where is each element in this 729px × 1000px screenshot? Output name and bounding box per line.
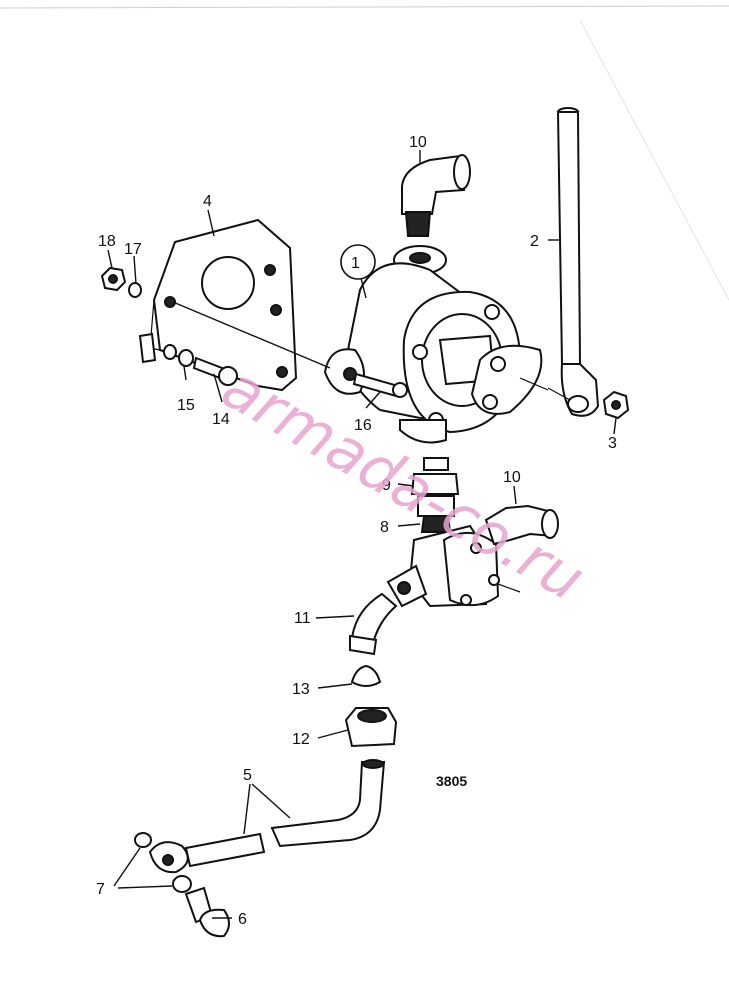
elbow-fitting-lower <box>349 592 398 656</box>
callout-label-18: 18 <box>98 233 116 250</box>
nipple-fitting-part <box>410 457 460 533</box>
elbow-fitting-right <box>484 504 559 546</box>
callout-label-1: 1 <box>351 255 360 272</box>
leader-lines <box>107 150 617 919</box>
callout-label-17: 17 <box>124 241 142 258</box>
elbow-fitting-top <box>401 154 471 237</box>
callout-label-5: 5 <box>243 767 252 784</box>
callout-label-3: 3 <box>608 435 617 452</box>
banjo-bolt-part <box>184 886 230 938</box>
callout-label-10-top: 10 <box>409 134 427 151</box>
callout-label-4: 4 <box>203 193 212 210</box>
nut-and-washer-parts <box>100 266 142 298</box>
callout-ring-1 <box>340 244 376 280</box>
callout-label-13: 13 <box>292 681 310 698</box>
drawing-number: 3805 <box>436 773 467 789</box>
pump-lever-part <box>547 107 600 417</box>
callout-label-10-right: 10 <box>503 469 521 486</box>
screw-part <box>352 372 408 398</box>
bolt-washer-parts <box>163 344 238 386</box>
callout-label-11: 11 <box>294 610 311 627</box>
callout-label-2: 2 <box>530 233 539 250</box>
union-nut-part <box>344 707 398 748</box>
scan-edge-line <box>0 5 729 9</box>
callout-label-9: 9 <box>382 477 391 494</box>
hose-part <box>148 759 386 874</box>
mounting-plate-part <box>138 218 298 392</box>
callout-label-6: 6 <box>238 911 247 928</box>
callout-label-7: 7 <box>96 881 105 898</box>
callout-label-14: 14 <box>212 411 230 428</box>
lever-nut-part <box>602 390 630 420</box>
callout-label-15: 15 <box>177 397 195 414</box>
olive-ring-part <box>350 664 382 687</box>
scan-crease-line <box>579 19 729 301</box>
banjo-washers-part <box>134 832 192 893</box>
callout-label-8: 8 <box>380 519 389 536</box>
callout-label-12: 12 <box>292 731 310 748</box>
valve-body-part <box>386 524 521 608</box>
callout-label-16: 16 <box>354 417 372 434</box>
